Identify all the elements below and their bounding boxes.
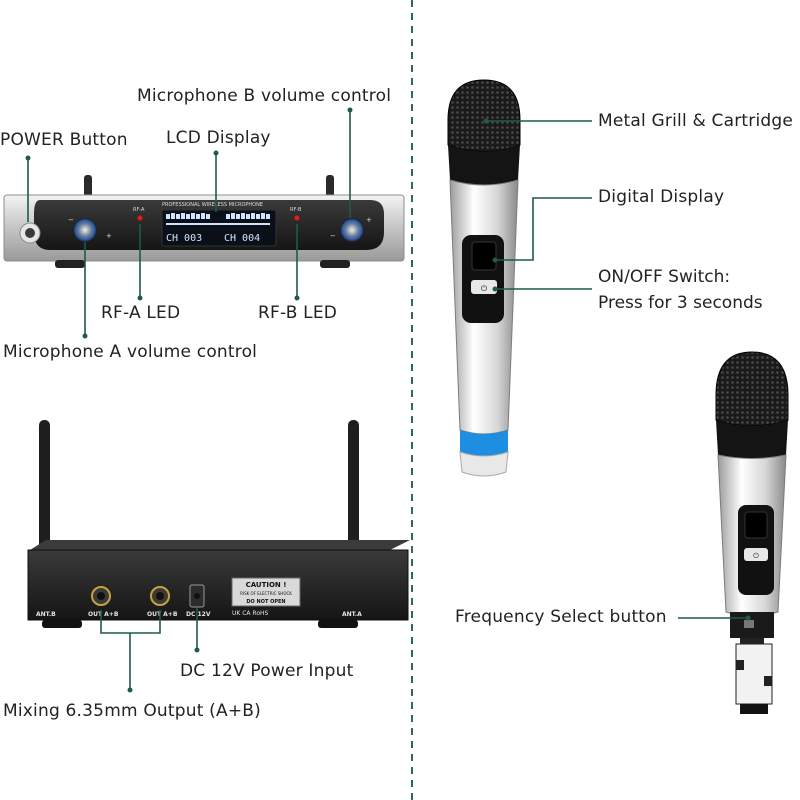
microphone-large: ⏻ bbox=[447, 79, 521, 477]
label-metal-grill: Metal Grill & Cartridge bbox=[598, 111, 794, 131]
label-onoff-switch: ON/OFF Switch: Press for 3 seconds bbox=[598, 264, 763, 316]
anta-text: ANT.A bbox=[342, 611, 362, 618]
caution-label bbox=[231, 577, 301, 607]
chb-text: CH 004 bbox=[224, 233, 260, 244]
caution-sub2-text: DO NOT OPEN bbox=[246, 599, 285, 605]
cha-text: CH 003 bbox=[166, 233, 202, 244]
receiver-back: CAUTION ! RISK OF ELECTRIC SHOCK DO NOT … bbox=[27, 420, 410, 628]
frequency-select-button bbox=[744, 620, 754, 628]
svg-text:⏻: ⏻ bbox=[753, 552, 759, 560]
label-onoff-line2: Press for 3 seconds bbox=[598, 293, 763, 313]
label-lcd-display: LCD Display bbox=[166, 128, 271, 148]
receiver-front: − + − + RF-A RF-B PROFESSIONAL WIRELESS … bbox=[3, 175, 405, 268]
label-rf-a-led: RF-A LED bbox=[101, 303, 181, 323]
rfa-text: RF-A bbox=[133, 207, 145, 213]
label-dc-power-input: DC 12V Power Input bbox=[180, 661, 354, 681]
dc-text: DC 12V bbox=[186, 611, 211, 618]
svg-text:+: + bbox=[106, 232, 112, 240]
rfb-text: RF-B bbox=[290, 207, 302, 213]
label-mic-a-volume: Microphone A volume control bbox=[3, 342, 258, 362]
antb-text: ANT.B bbox=[36, 611, 56, 618]
svg-text:⏻: ⏻ bbox=[481, 284, 488, 293]
svg-text:−: − bbox=[68, 216, 74, 224]
label-rf-b-led: RF-B LED bbox=[258, 303, 338, 323]
mic-a-volume-knob bbox=[73, 218, 97, 242]
mic-b-volume-knob bbox=[340, 218, 364, 242]
label-digital-display: Digital Display bbox=[598, 187, 725, 207]
out2-text: OUT A+B bbox=[147, 611, 178, 618]
marks-text: UK CA RoHS bbox=[232, 610, 269, 617]
label-onoff-line1: ON/OFF Switch: bbox=[598, 267, 731, 287]
svg-text:−: − bbox=[330, 232, 336, 240]
rf-a-led bbox=[137, 215, 143, 221]
microphone-small: ⏻ bbox=[715, 351, 789, 714]
brand-text: PROFESSIONAL WIRELESS MICROPHONE bbox=[162, 202, 263, 208]
label-mixing-output: Mixing 6.35mm Output (A+B) bbox=[3, 701, 261, 721]
mic-onoff-switch bbox=[471, 280, 497, 294]
caution-text: CAUTION ! bbox=[246, 581, 287, 589]
label-power-button: POWER Button bbox=[0, 130, 128, 150]
mic-digital-display bbox=[471, 241, 497, 271]
label-mic-b-volume: Microphone B volume control bbox=[137, 86, 392, 106]
rf-b-led bbox=[294, 215, 300, 221]
out1-text: OUT A+B bbox=[88, 611, 119, 618]
svg-text:+: + bbox=[366, 216, 372, 224]
caution-sub-text: RISK OF ELECTRIC SHOCK bbox=[240, 591, 292, 596]
label-frequency-select: Frequency Select button bbox=[455, 607, 667, 627]
